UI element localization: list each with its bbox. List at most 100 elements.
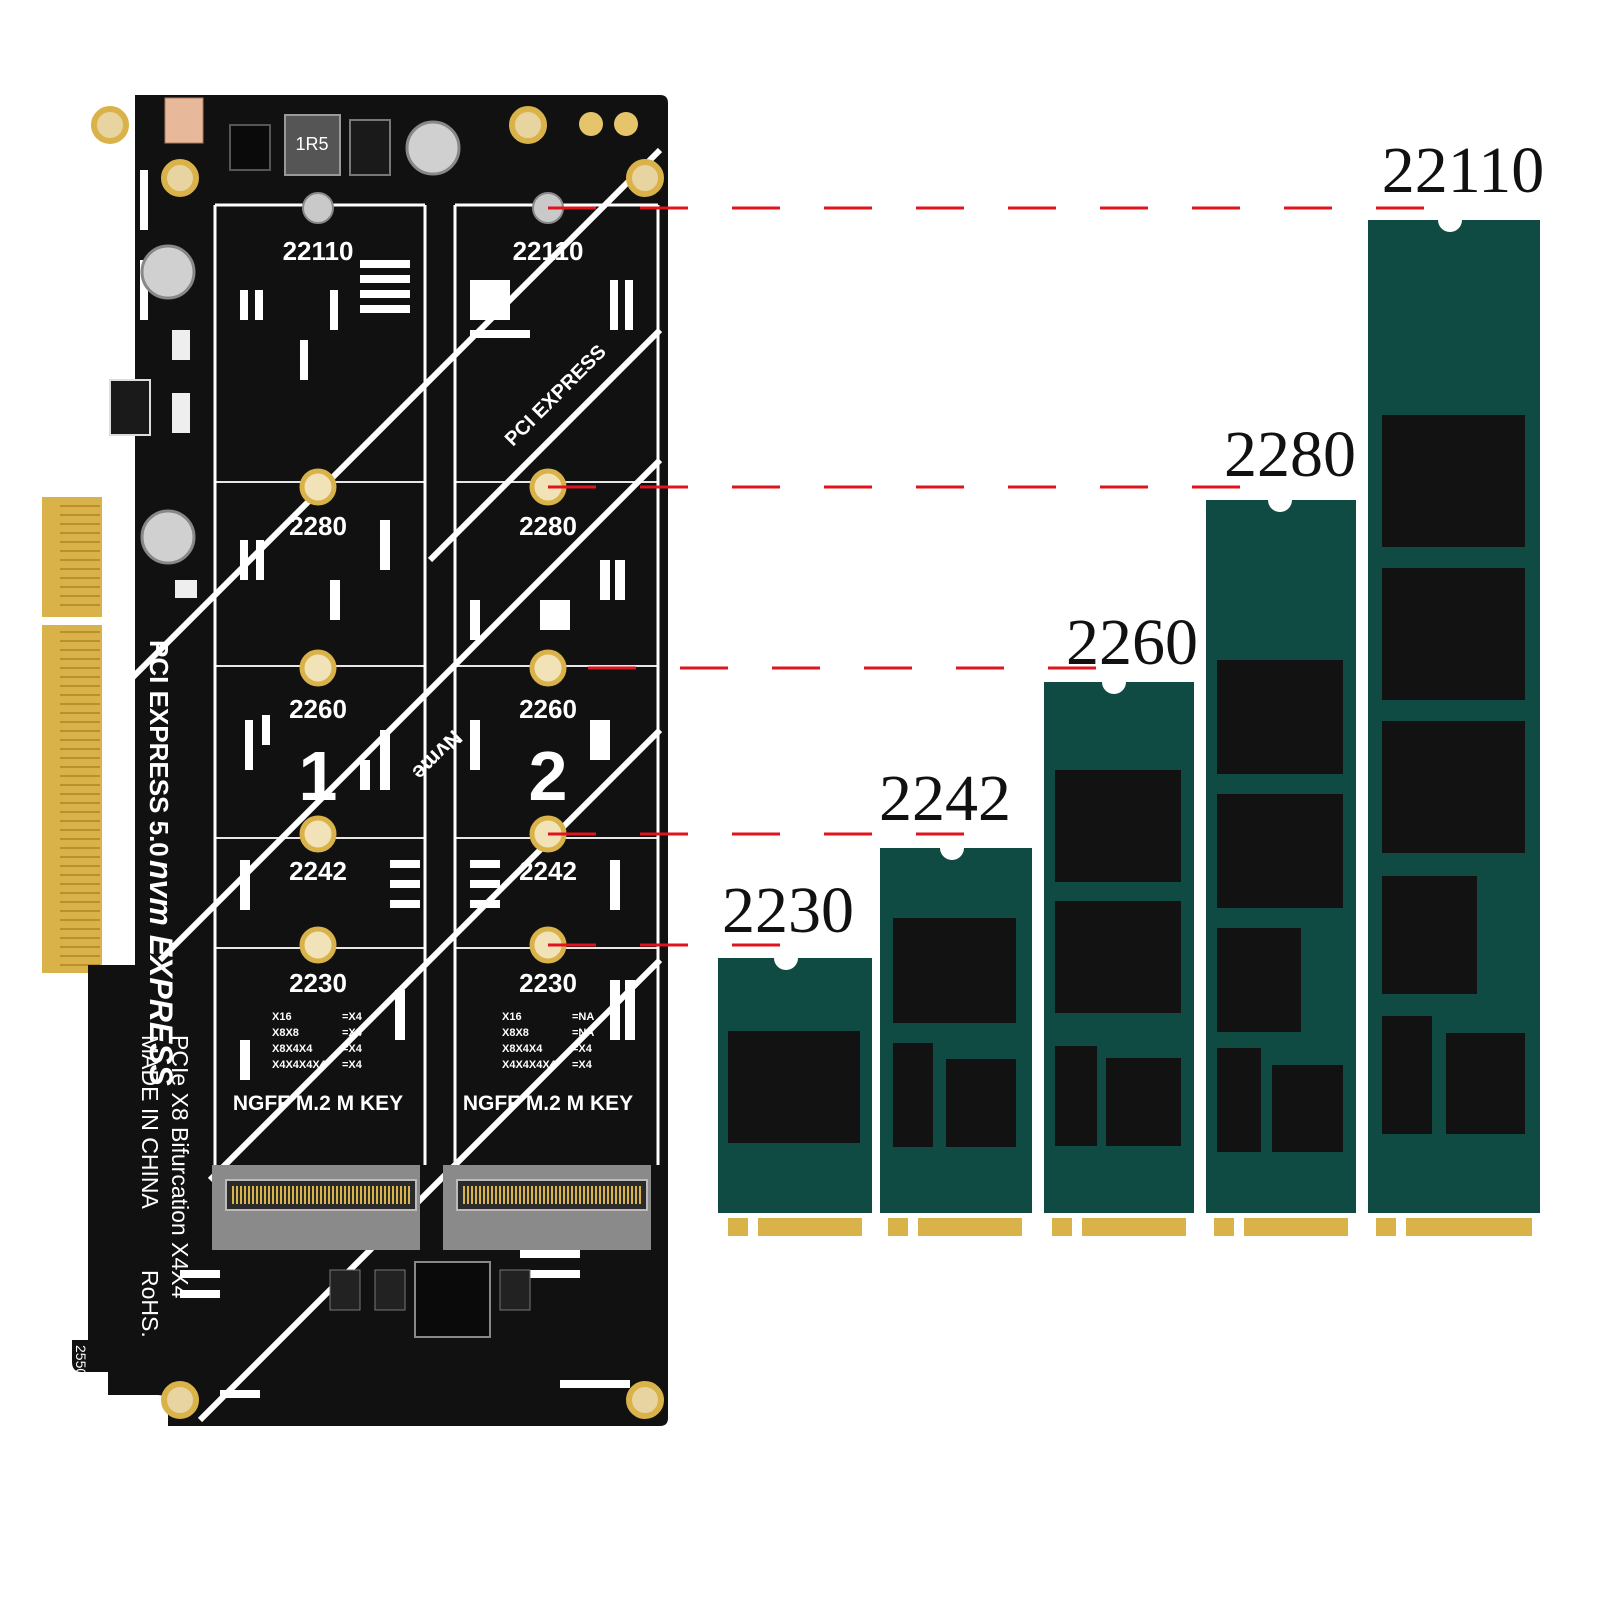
gold-finger — [60, 901, 100, 903]
slot-1-lane-table: X16 =X4 X8X8 =X4 X8X4X4 =X4 X4X4X4X4 =X4 — [272, 1011, 363, 1071]
connector-pin — [268, 1186, 270, 1204]
ssd-chip — [1382, 415, 1525, 547]
slot-2-marks: 22110 2280 2260 2242 2230 — [513, 236, 584, 998]
gold-finger — [60, 649, 100, 651]
connector-pin — [579, 1186, 581, 1204]
gold-finger — [60, 640, 100, 642]
gold-finger — [60, 955, 100, 957]
slot-1-table-lanes: =X4 — [342, 1027, 363, 1039]
slot-2-key-label: NGFF M.2 M KEY — [463, 1092, 633, 1115]
slot-1-table-mode: X16 — [272, 1011, 292, 1023]
gold-finger — [60, 964, 100, 966]
ssd-2280: 2280 — [1206, 418, 1356, 1236]
ssd-chip — [1382, 721, 1525, 853]
connector-pin — [336, 1186, 338, 1204]
gold-finger — [60, 847, 100, 849]
connector-pin — [288, 1186, 290, 1204]
connector-pin — [499, 1186, 501, 1204]
gold-finger — [60, 676, 100, 678]
slot-1-table-lanes: =X4 — [342, 1011, 363, 1023]
connector-pin — [547, 1186, 549, 1204]
slot-1-number: 1 — [299, 737, 338, 815]
gold-finger — [60, 712, 100, 714]
slot-2-table-mode: X8X8 — [502, 1027, 529, 1039]
connector-pin — [232, 1186, 234, 1204]
bifurcation-label: PCIe X8 Bifurcation X4X4 — [167, 1035, 193, 1299]
slot-1-table-lanes: =X4 — [342, 1059, 363, 1071]
connector-pin — [467, 1186, 469, 1204]
gold-finger — [60, 892, 100, 894]
connector-pin — [352, 1186, 354, 1204]
ssd-chip — [728, 1031, 860, 1143]
pcie-card: 1R5 22110 — [42, 95, 668, 1426]
connector-pin — [400, 1186, 402, 1204]
slot-2-table-mode: X8X4X4 — [502, 1043, 543, 1055]
connector-pin — [483, 1186, 485, 1204]
pci-express-header: PCI EXPRESS 5.0 — [144, 640, 174, 857]
date-code: 25L04 — [105, 862, 130, 923]
connector-pin — [404, 1186, 406, 1204]
connector-pin — [260, 1186, 262, 1204]
connector-pin — [495, 1186, 497, 1204]
gold-finger — [60, 739, 100, 741]
nvm-express-logo: nvm EXPRESS — [143, 860, 179, 1087]
connector-pin — [300, 1186, 302, 1204]
ssd-chip — [1382, 876, 1477, 994]
ssd-chip — [946, 1059, 1016, 1147]
connector-pin — [475, 1186, 477, 1204]
connector-pin — [348, 1186, 350, 1204]
gold-finger — [60, 784, 100, 786]
slot-2-table-mode: X16 — [502, 1011, 522, 1023]
connector-pin — [479, 1186, 481, 1204]
ssd-chip — [893, 1043, 933, 1147]
connector-pin — [631, 1186, 633, 1204]
ssd-chip — [1272, 1065, 1343, 1152]
connector-pin — [571, 1186, 573, 1204]
connector-pin — [591, 1186, 593, 1204]
gold-finger — [60, 730, 100, 732]
connector-pin — [627, 1186, 629, 1204]
connector-pin — [296, 1186, 298, 1204]
connector-pin — [595, 1186, 597, 1204]
slot-2-table-lanes: =NA — [572, 1027, 594, 1039]
gold-finger — [60, 505, 100, 507]
gold-finger — [60, 658, 100, 660]
connector-pin — [623, 1186, 625, 1204]
gold-finger — [60, 514, 100, 516]
connector-pin — [463, 1186, 465, 1204]
gold-finger — [60, 811, 100, 813]
connector-pin — [543, 1186, 545, 1204]
gold-finger — [60, 577, 100, 579]
connector-pin — [555, 1186, 557, 1204]
gold-finger — [60, 928, 100, 930]
connector-pin — [527, 1186, 529, 1204]
connector-pin — [308, 1186, 310, 1204]
connector-pin — [272, 1186, 274, 1204]
slot-2-table-lanes: =NA — [572, 1011, 594, 1023]
gold-finger — [60, 937, 100, 939]
gold-finger — [60, 550, 100, 552]
connector-pin — [324, 1186, 326, 1204]
gold-finger — [60, 748, 100, 750]
ssd-chip — [1055, 770, 1181, 882]
connector-pin — [360, 1186, 362, 1204]
connector-pin — [471, 1186, 473, 1204]
gold-finger — [60, 694, 100, 696]
gold-finger — [60, 793, 100, 795]
gold-finger — [60, 721, 100, 723]
ssd-label-2242: 2242 — [879, 762, 1011, 835]
slot-2-mark-22110: 22110 — [513, 236, 584, 266]
connector-pin — [316, 1186, 318, 1204]
connector-pin — [583, 1186, 585, 1204]
gold-finger — [60, 919, 100, 921]
ssd-board — [880, 848, 1032, 1213]
gold-finger — [60, 532, 100, 534]
connector-pin — [396, 1186, 398, 1204]
connector-pin — [384, 1186, 386, 1204]
connector-pin — [344, 1186, 346, 1204]
slot-1-mark-2242: 2242 — [289, 856, 347, 886]
gold-finger — [60, 910, 100, 912]
connector-pin — [312, 1186, 314, 1204]
gold-finger — [60, 874, 100, 876]
